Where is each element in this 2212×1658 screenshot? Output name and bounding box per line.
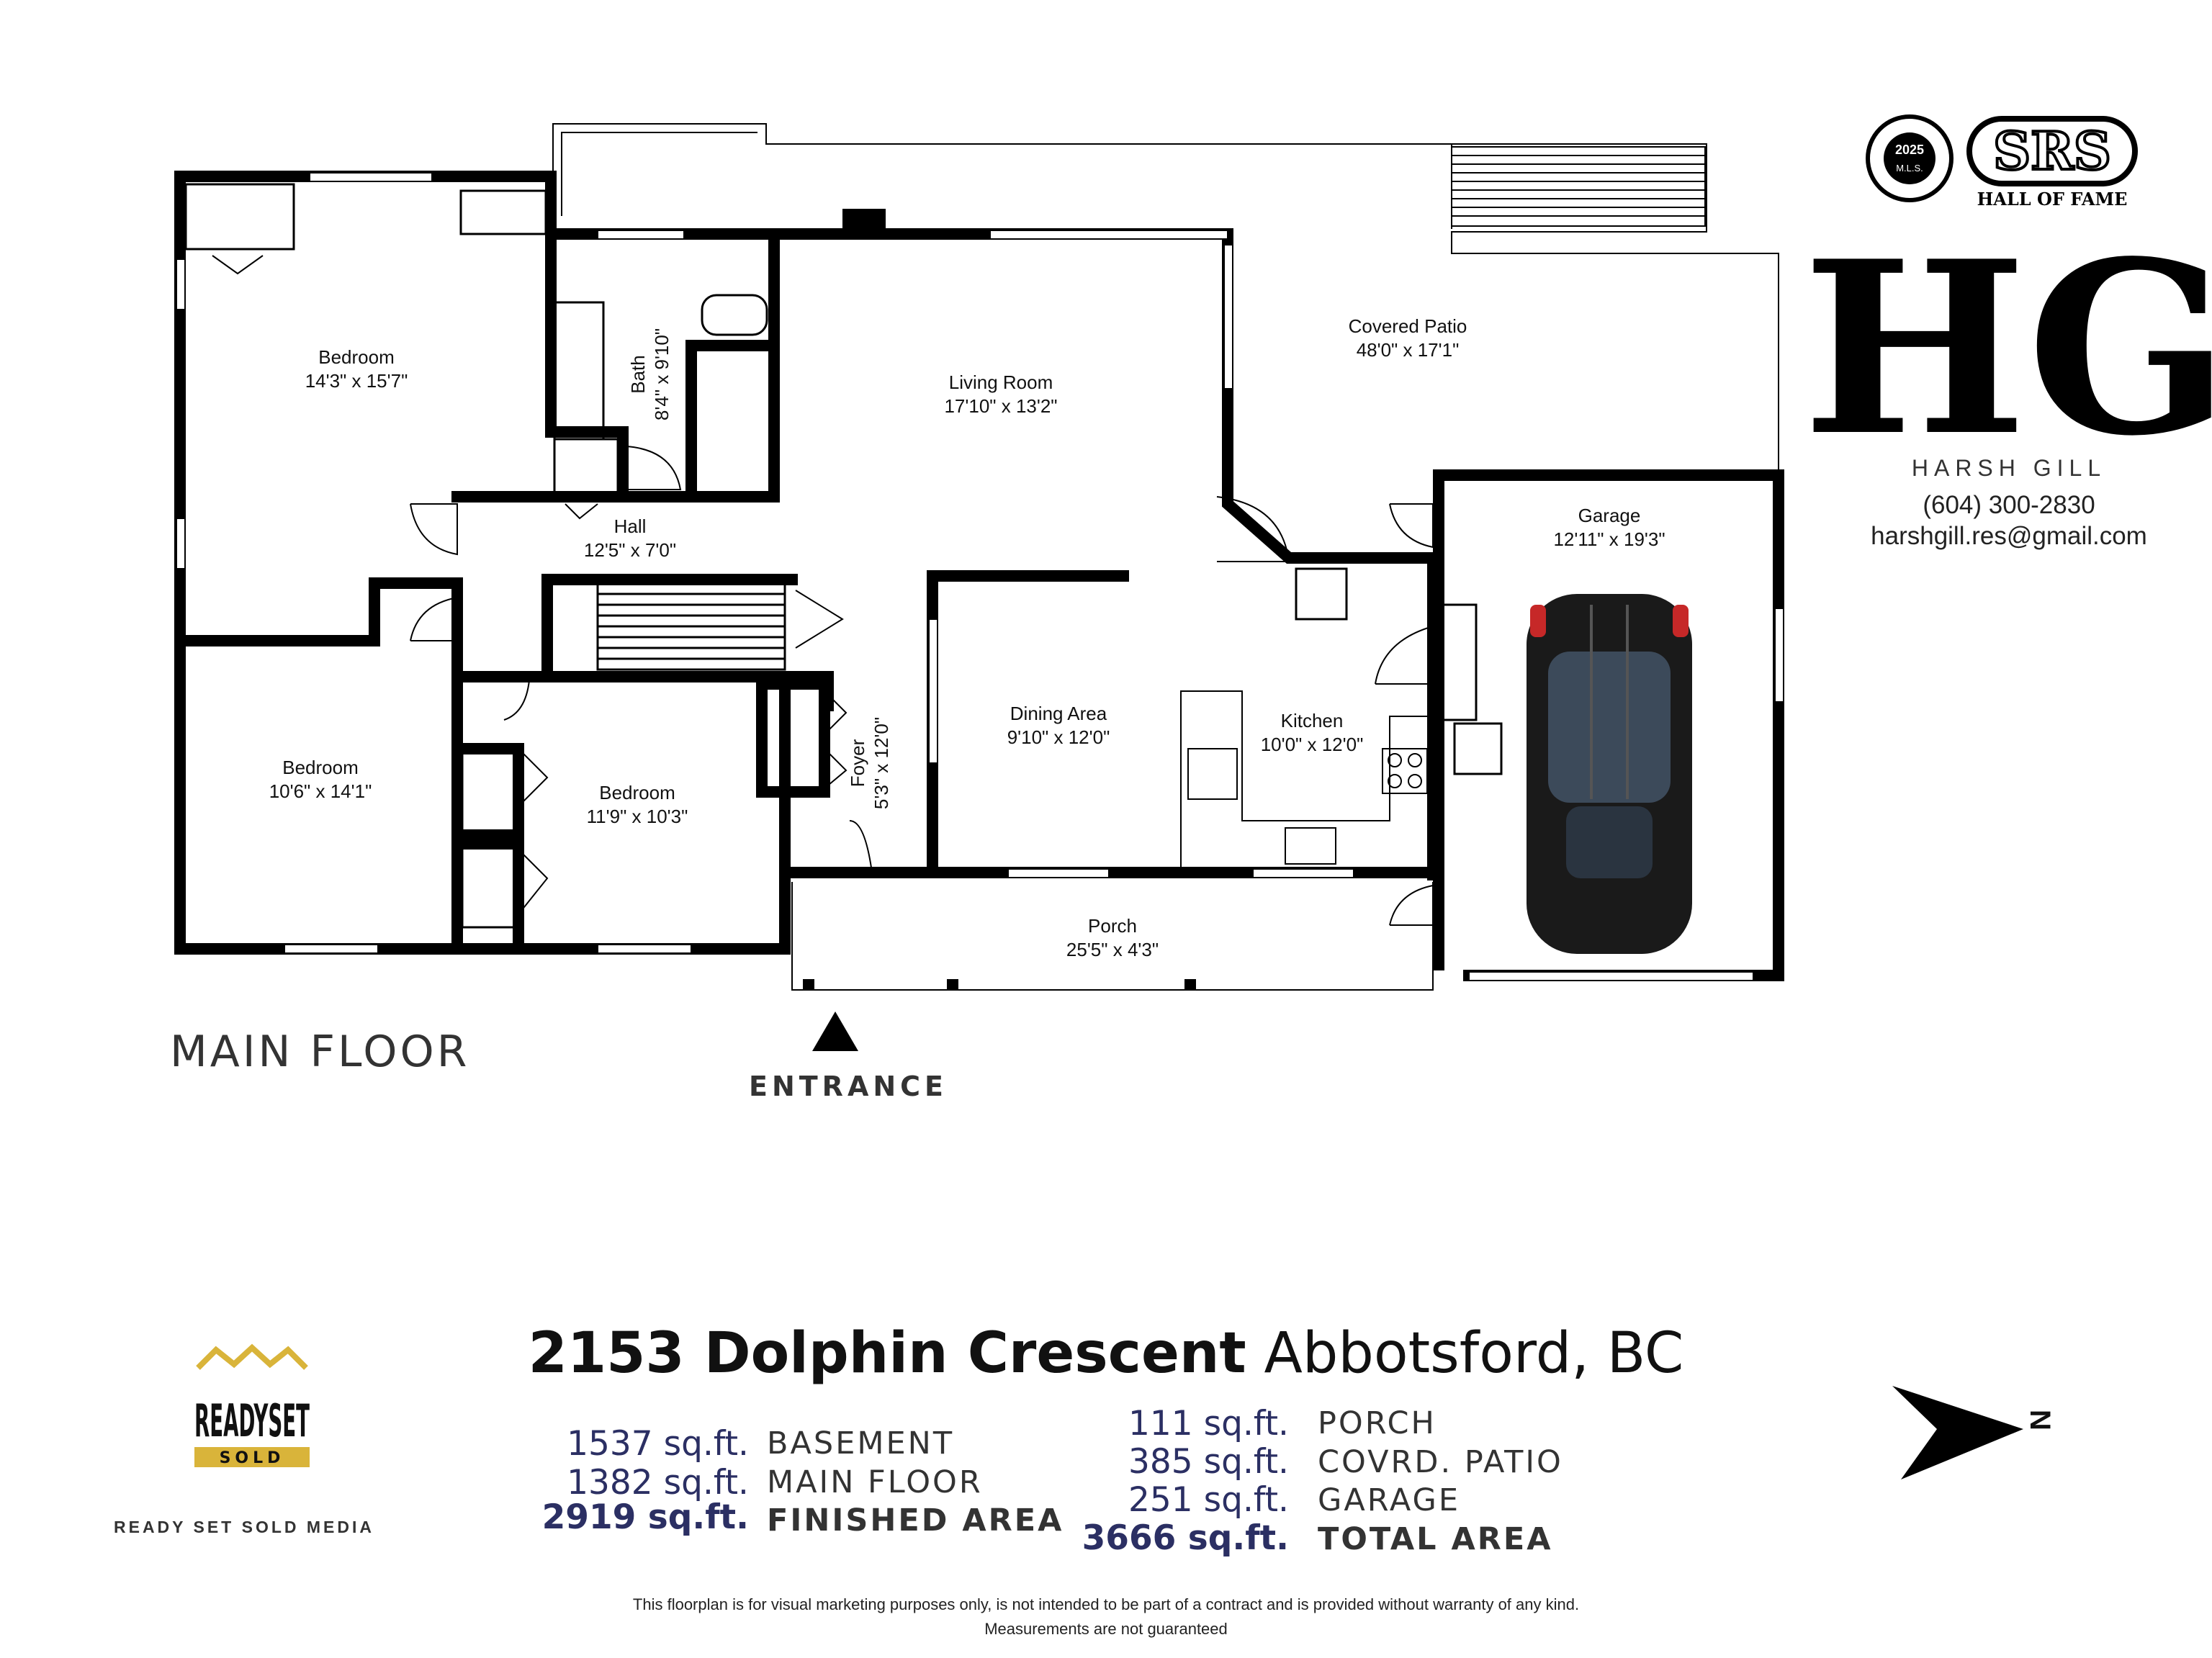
- room-name: Garage: [1578, 505, 1641, 526]
- address-city: Abbotsford, BC: [1264, 1321, 1684, 1386]
- area-value: 385 sq.ft.: [1128, 1442, 1289, 1482]
- area-value: 251 sq.ft.: [1128, 1480, 1289, 1520]
- readyset-logo: READYSET SOLD: [194, 1343, 310, 1467]
- door-swings: [212, 255, 1434, 926]
- room-dims: 10'6" x 14'1": [269, 780, 372, 802]
- room-dims: 11'9" x 10'3": [587, 806, 688, 827]
- room-dims: 48'0" x 17'1": [1357, 339, 1460, 361]
- patio-stairs: [1451, 146, 1706, 227]
- room-dims: 17'10" x 13'2": [944, 395, 1057, 417]
- room-dims: 10'0" x 12'0": [1261, 734, 1364, 755]
- area-label: GARAGE: [1318, 1482, 1461, 1518]
- entrance-arrow-icon: [812, 1012, 858, 1051]
- disclaimer-line1: This floorplan is for visual marketing p…: [632, 1595, 1580, 1613]
- car-icon: [1527, 594, 1692, 954]
- room-name: Porch: [1088, 915, 1137, 937]
- patio-outline: [552, 123, 1779, 472]
- room-name: Bedroom: [282, 757, 359, 778]
- agent-phone: (604) 300-2830: [1923, 491, 2095, 519]
- room-dims: 25'5" x 4'3": [1066, 939, 1159, 960]
- srs-badge: SRS HALL OF FAME: [1966, 116, 2138, 209]
- room-name: Bedroom: [318, 346, 395, 368]
- room-name: Kitchen: [1281, 710, 1344, 731]
- logo-text-sold: SOLD: [220, 1449, 285, 1467]
- area-label: FINISHED AREA: [767, 1502, 1064, 1538]
- room-dims: 14'3" x 15'7": [305, 370, 408, 392]
- windows: [176, 172, 1784, 981]
- kitchen-counters: [1180, 690, 1430, 868]
- room-name: Covered Patio: [1349, 315, 1467, 337]
- area-label: COVRD. PATIO: [1318, 1444, 1563, 1480]
- room-dims: 12'5" x 7'0": [584, 539, 676, 561]
- fvreb-badge: 2025 M.L.S.: [1866, 114, 1954, 202]
- media-name: READY SET SOLD MEDIA: [114, 1518, 374, 1536]
- room-dims: 8'4" x 9'10": [651, 328, 673, 420]
- area-value: 3666 sq.ft.: [1082, 1518, 1289, 1558]
- chimney: [842, 209, 886, 234]
- entrance-label: ENTRANCE: [749, 1071, 948, 1102]
- property-address: 2153 Dolphin Crescent Abbotsford, BC: [0, 1321, 2212, 1386]
- interior-stairs: [596, 582, 786, 671]
- room-name: Hall: [614, 515, 647, 537]
- area-label: BASEMENT: [767, 1425, 955, 1461]
- porch-outline: [791, 882, 1434, 991]
- area-value: 1537 sq.ft.: [567, 1424, 749, 1464]
- area-label: MAIN FLOOR: [767, 1464, 983, 1500]
- room-name: Dining Area: [1010, 703, 1107, 724]
- area-value: 111 sq.ft.: [1128, 1404, 1289, 1443]
- agent-name: HARSH GILL: [1911, 455, 2107, 481]
- agent-email: harshgill.res@gmail.com: [1871, 522, 2147, 550]
- north-label: N: [2023, 1410, 2056, 1431]
- address-street: 2153 Dolphin Crescent: [528, 1321, 1246, 1386]
- srs-text: SRS: [1993, 120, 2111, 181]
- fvreb-mls: M.L.S.: [1896, 163, 1923, 174]
- area-label: TOTAL AREA: [1318, 1521, 1553, 1557]
- room-name: Bedroom: [599, 782, 675, 803]
- north-arrow-icon: [1892, 1386, 2023, 1479]
- room-name: Living Room: [949, 371, 1053, 393]
- agent-monogram: HG: [1802, 209, 2212, 488]
- area-value: 1382 sq.ft.: [567, 1463, 749, 1502]
- area-value: 2919 sq.ft.: [541, 1497, 749, 1537]
- closets: [184, 183, 1503, 929]
- room-labels: Bedroom 14'3" x 15'7" Living Room 17'10"…: [269, 315, 1665, 960]
- room-dims: 9'10" x 12'0": [1007, 726, 1110, 748]
- room-dims: 5'3" x 12'0": [871, 717, 892, 809]
- floor-label: MAIN FLOOR: [170, 1027, 470, 1077]
- area-label: PORCH: [1318, 1405, 1437, 1441]
- disclaimer-line2: Measurements are not guaranteed: [984, 1620, 1228, 1638]
- room-name: Bath: [627, 355, 649, 394]
- room-dims: 12'11" x 19'3": [1553, 528, 1665, 550]
- logo-text-readyset: READYSET: [194, 1395, 310, 1447]
- srs-sub: HALL OF FAME: [1977, 189, 2128, 209]
- fvreb-year: 2025: [1895, 143, 1924, 157]
- room-name: Foyer: [847, 739, 868, 787]
